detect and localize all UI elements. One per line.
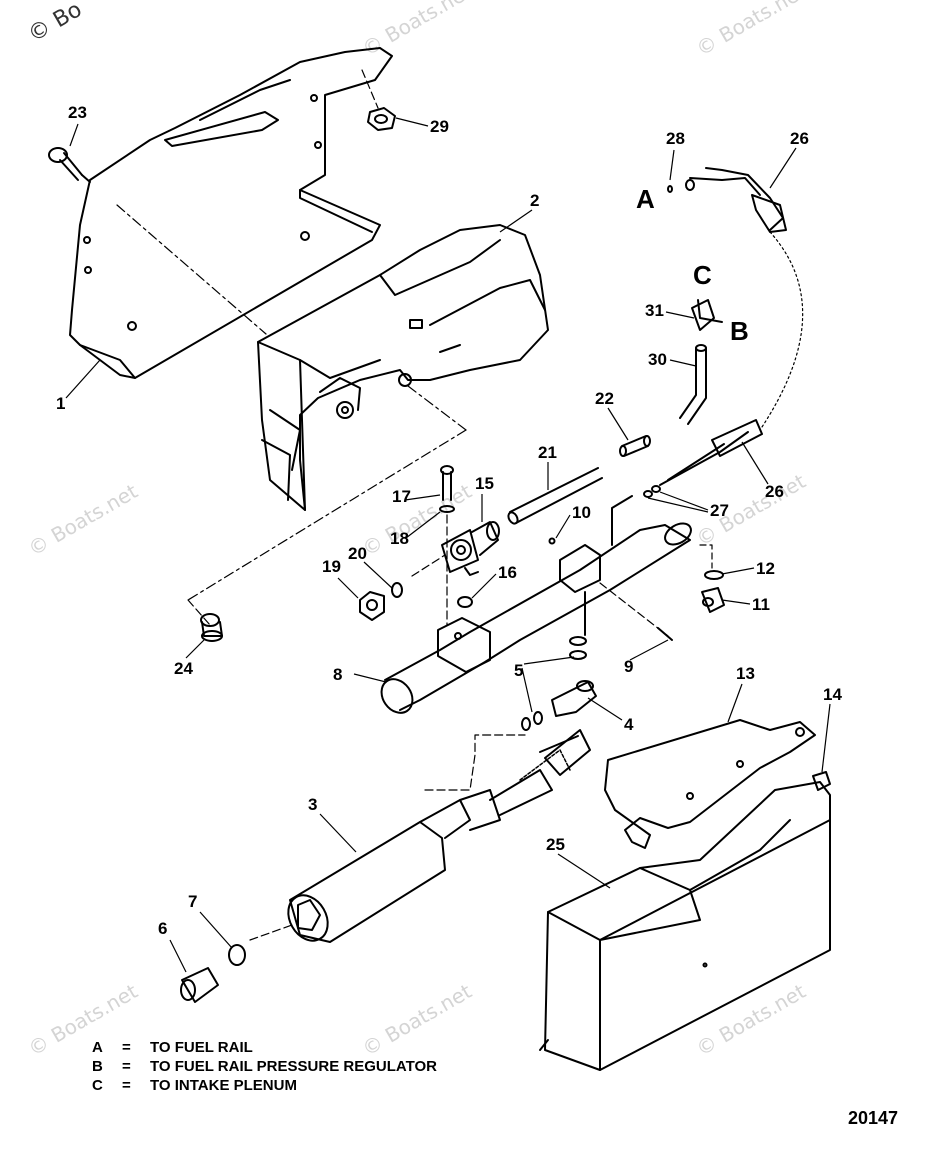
callout-13: 13 xyxy=(736,664,755,683)
part-14-nut xyxy=(812,771,831,791)
part-28-oring xyxy=(667,185,673,193)
callout-6: 6 xyxy=(158,919,168,938)
callout-26b: 26 xyxy=(765,482,784,501)
callout-4: 4 xyxy=(624,715,634,734)
part-17-screw xyxy=(440,465,454,501)
legend-row-a: A = TO FUEL RAIL xyxy=(92,1039,253,1056)
callout-15: 15 xyxy=(475,474,494,493)
callout-23: 23 xyxy=(68,103,87,122)
callout-17: 17 xyxy=(392,487,411,506)
callout-25: 25 xyxy=(546,835,565,854)
part-4-elbow xyxy=(551,680,597,717)
part-6-fitting xyxy=(180,967,219,1003)
callout-20: 20 xyxy=(348,544,367,563)
part-26-fuel-line xyxy=(659,167,804,486)
part-7-oring xyxy=(228,944,246,966)
callout-12: 12 xyxy=(756,559,775,578)
callout-19: 19 xyxy=(322,557,341,576)
callout-10: 10 xyxy=(572,503,591,522)
part-12-oring xyxy=(704,570,724,580)
part-5-oring xyxy=(569,650,587,660)
letter-c: C xyxy=(693,260,712,290)
callout-11: 11 xyxy=(752,595,770,614)
legend: A = TO FUEL RAIL B = TO FUEL RAIL PRESSU… xyxy=(92,1038,437,1095)
callout-16: 16 xyxy=(498,563,517,582)
letter-b: B xyxy=(730,316,749,346)
part-2-housing xyxy=(257,224,549,511)
part-5-oring xyxy=(521,717,531,731)
part-22-fitting xyxy=(619,435,651,457)
part-16-oring xyxy=(457,596,473,608)
callout-29: 29 xyxy=(430,117,449,136)
part-23-screw xyxy=(48,147,91,183)
part-25-cooler xyxy=(539,781,831,1071)
callout-30: 30 xyxy=(648,350,667,369)
part-1-bracket xyxy=(69,47,393,379)
part-8-fuel-rail xyxy=(380,495,692,714)
callout-14: 14 xyxy=(823,685,842,704)
part-5-oring xyxy=(533,711,543,725)
part-9-screw xyxy=(657,627,673,641)
callout-22: 22 xyxy=(595,389,614,408)
part-20-oring xyxy=(391,582,403,598)
callout-7: 7 xyxy=(188,892,198,911)
callout-26: 26 xyxy=(790,129,809,148)
part-19-fitting xyxy=(359,591,385,621)
legend-row-c: C = TO INTAKE PLENUM xyxy=(92,1077,297,1094)
part-15-regulator xyxy=(441,521,500,576)
part-30-hose xyxy=(679,344,707,425)
callout-2: 2 xyxy=(530,191,540,210)
part-27-oring xyxy=(643,490,653,498)
part-21-tube xyxy=(507,467,603,525)
part-10-plug xyxy=(548,537,556,545)
part-24-fitting xyxy=(200,613,223,642)
callout-5: 5 xyxy=(514,661,524,680)
callout-24: 24 xyxy=(174,659,193,678)
callout-18: 18 xyxy=(390,529,409,548)
callout-3: 3 xyxy=(308,795,318,814)
callout-27: 27 xyxy=(710,501,729,520)
part-3-fuel-pump xyxy=(287,729,591,943)
callout-9: 9 xyxy=(624,657,634,676)
callout-21: 21 xyxy=(538,443,557,462)
figure-number: 20147 xyxy=(847,1108,898,1128)
part-27-oring xyxy=(651,485,661,493)
callout-8: 8 xyxy=(333,665,343,684)
part-31-tee xyxy=(691,299,723,331)
part-5-oring xyxy=(569,636,587,646)
callout-31: 31 xyxy=(645,301,664,320)
part-11-elbow xyxy=(701,587,725,613)
part-13-bracket xyxy=(604,719,816,849)
part-18-washer xyxy=(439,505,455,513)
legend-row-b: B = TO FUEL RAIL PRESSURE REGULATOR xyxy=(92,1058,437,1075)
letter-a: A xyxy=(636,184,655,214)
part-29-nut xyxy=(367,107,396,131)
callout-28: 28 xyxy=(666,129,685,148)
callout-1: 1 xyxy=(56,394,66,413)
